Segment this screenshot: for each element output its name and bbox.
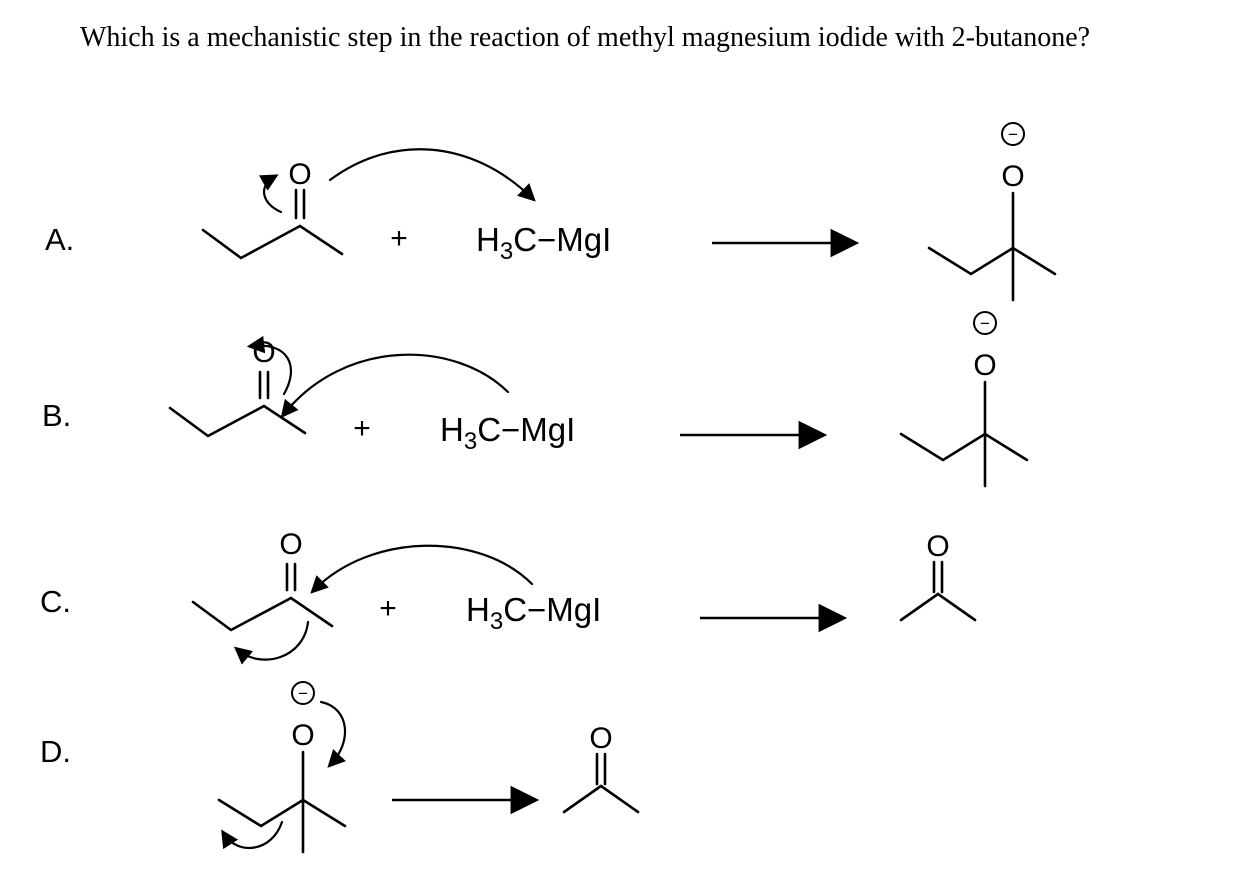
methyl-bond [562,784,603,814]
plus-sign: + [379,592,397,625]
minus-charge-icon [291,681,315,705]
alkoxide-product-structure: − O [899,311,1029,488]
question-text: Which is a mechanistic step in the react… [80,22,1091,53]
option-c-diagram: O + H3C−MgI O [191,528,977,665]
reagent-suffix: C−MgI [477,411,575,448]
alkoxide-product-structure: − O [927,122,1057,302]
reagent-subscript: 3 [500,238,513,265]
minus-charge-label: − [1008,125,1018,144]
ketone-product-structure: O [562,722,640,814]
methyl-bond [899,592,940,622]
curved-arrow-nucleophile-to-carbonyl [280,353,510,419]
ethyl-chain [927,246,1015,276]
ketone-structure: O [168,336,307,438]
methyl-bond [1011,246,1057,276]
oxygen-label: O [926,530,949,563]
alkoxide-structure: − O [217,681,347,854]
grignard-reagent-formula: H3C−MgI [476,221,611,265]
reagent-prefix: H [476,221,500,258]
grignard-reagent-formula: H3C−MgI [440,411,575,455]
ethyl-chain [899,432,987,462]
methyl-bond [599,784,640,814]
option-label-d: D. [40,734,71,769]
grignard-reagent-formula: H3C−MgI [466,591,601,635]
oxygen-label: O [279,528,302,561]
reagent-prefix: H [440,411,464,448]
oxygen-label: O [252,336,275,369]
reagent-subscript: 3 [490,608,503,635]
option-label-c: C. [40,584,71,619]
option-a-diagram: O + H3C−MgI − O [201,122,1057,302]
option-b-diagram: O + H3C−MgI − O [168,311,1029,488]
ketone-product-structure: O [899,530,977,622]
curved-arrow-pi-to-oxygen [246,335,293,396]
ethyl-chain [217,798,305,828]
methyl-bond [301,798,347,828]
oxygen-label: O [1001,160,1024,193]
curved-arrow-to-nucleophile [328,148,536,202]
reagent-suffix: C−MgI [513,221,611,258]
minus-charge-icon [973,311,997,335]
oxygen-label: O [291,719,314,752]
option-label-b: B. [42,398,72,433]
option-label-a: A. [45,222,75,257]
minus-charge-icon [1001,122,1025,146]
oxygen-label: O [973,349,996,382]
ketone-skeleton [168,404,307,438]
ketone-skeleton [191,596,334,632]
curved-arrow-bond-leaving [233,620,310,665]
curved-arrow-lone-pair-to-bond [319,700,347,768]
methyl-bond [936,592,977,622]
ketone-structure: O [201,158,344,260]
minus-charge-label: − [298,684,308,703]
reagent-prefix: H [466,591,490,628]
curved-arrow-nucleophile-to-carbonyl [310,544,534,594]
oxygen-label: O [288,158,311,191]
option-d-diagram: − O O [217,681,640,854]
reagent-suffix: C−MgI [503,591,601,628]
plus-sign: + [353,412,371,445]
methyl-bond [983,432,1029,462]
plus-sign: + [390,222,408,255]
ketone-skeleton [201,224,344,260]
curved-arrow-bond-leaving [221,820,284,850]
curved-arrow-pi-to-oxygen [258,174,283,214]
minus-charge-label: − [980,314,990,333]
oxygen-label: O [589,722,612,755]
reagent-subscript: 3 [464,428,477,455]
ketone-structure: O [191,528,334,632]
